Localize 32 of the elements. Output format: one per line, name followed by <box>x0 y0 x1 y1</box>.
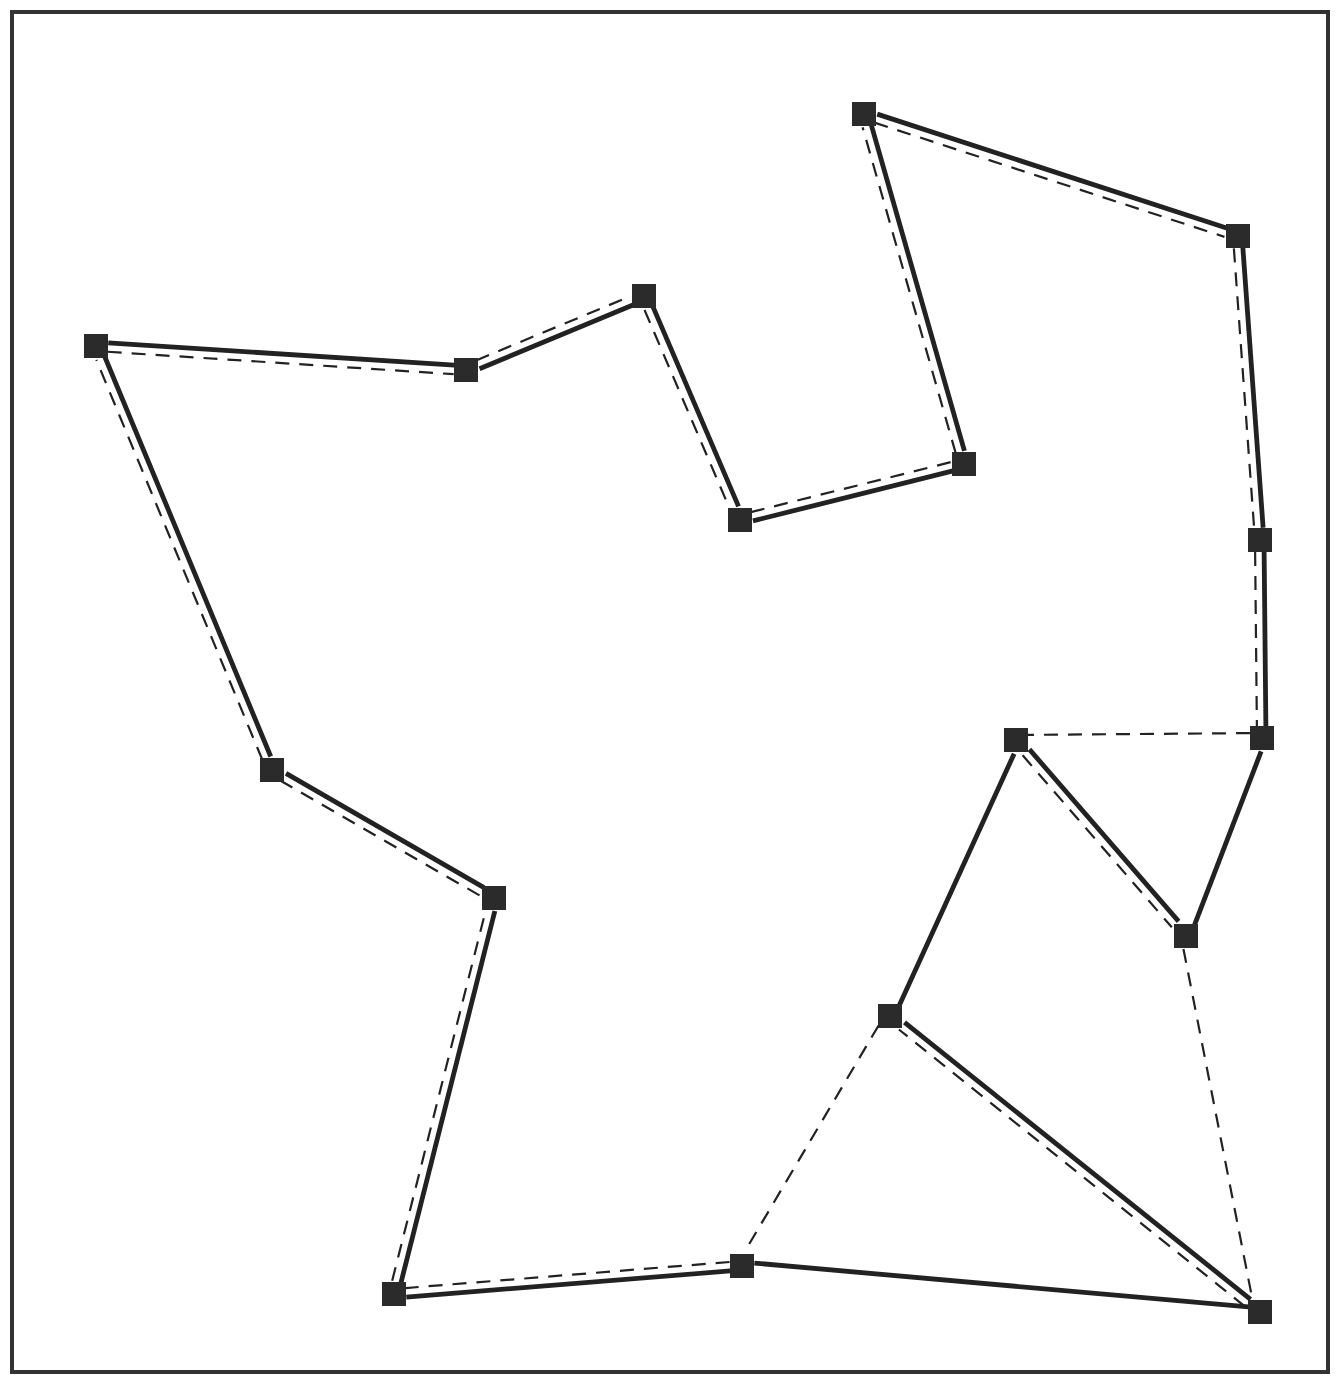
vertex-marker <box>1248 528 1272 552</box>
tour-edge <box>478 302 635 371</box>
dashed-edge <box>1254 552 1258 727</box>
vertex-marker <box>1250 726 1274 750</box>
tour-edge <box>754 1260 1249 1310</box>
dashed-edge <box>1027 732 1250 736</box>
vertex-marker <box>1248 1300 1272 1324</box>
vertex-marker <box>482 886 506 910</box>
dashed-edge <box>405 1260 730 1290</box>
vertex-marker <box>730 1254 754 1278</box>
dashed-edge <box>1232 248 1256 529</box>
vertex-marker <box>260 758 284 782</box>
vertex-marker <box>1004 728 1028 752</box>
tour-edge <box>1261 551 1269 726</box>
tour-edge <box>1192 750 1264 927</box>
vertex-marker <box>1226 224 1250 248</box>
vertex-marker <box>84 334 108 358</box>
vertex-marker <box>852 102 876 126</box>
dashed-edge <box>750 461 952 514</box>
vertex-marker <box>454 358 478 382</box>
tour-edge <box>752 468 954 524</box>
vertex-marker <box>1174 924 1198 948</box>
vertex-marker <box>952 452 976 476</box>
vertex-marker <box>878 1004 902 1028</box>
dashed-edge <box>107 350 454 376</box>
tour-edge <box>1240 247 1266 528</box>
vertex-marker <box>382 1282 406 1306</box>
tour-edge <box>108 340 455 368</box>
tour-edge <box>406 1268 731 1300</box>
tour-edge <box>896 752 1017 1007</box>
vertex-marker <box>632 284 656 308</box>
vertex-marker <box>728 508 752 532</box>
